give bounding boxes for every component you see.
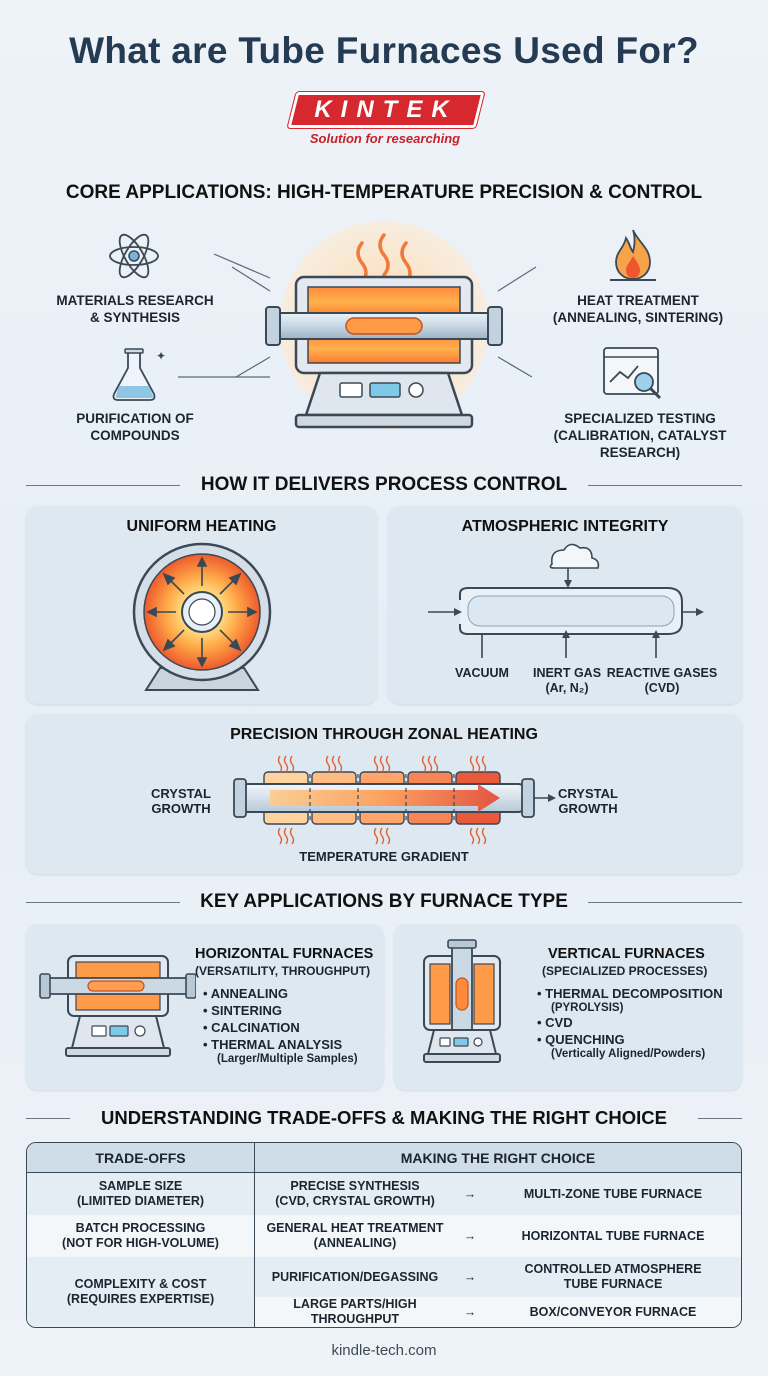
horizontal-furnace-name: HORIZONTAL FURNACES [195, 946, 374, 962]
core-section-title: CORE APPLICATIONS: HIGH-TEMPERATURE PREC… [65, 182, 703, 203]
vertical-furnace-list: • THERMAL DECOMPOSITION (PYROLYSIS) • CV… [537, 985, 723, 1060]
uniform-heating-title: UNIFORM HEATING [126, 518, 277, 535]
divider [26, 485, 180, 486]
vertical-furnace-sub: (SPECIALIZED PROCESSES) [542, 964, 708, 978]
need-cell: LARGE PARTS/HIGH THROUGHPUT [293, 1297, 417, 1326]
result-cell: HORIZONTAL TUBE FURNACE [521, 1228, 705, 1243]
atmospheric-integrity-title: ATMOSPHERIC INTEGRITY [461, 518, 669, 535]
page-title: What are Tube Furnaces Used For? [69, 30, 699, 71]
vertical-furnace-name: VERTICAL FURNACES [548, 946, 705, 962]
materials-research-label: MATERIALS RESEARCH& SYNTHESIS [56, 293, 214, 325]
tradeoffs-table: TRADE-OFFS MAKING THE RIGHT CHOICE SAMPL… [26, 1142, 742, 1328]
result-cell: BOX/CONVEYOR FURNACE [529, 1304, 697, 1319]
col-header-choice: MAKING THE RIGHT CHOICE [255, 1143, 741, 1173]
list-item: • CALCINATION [203, 1020, 300, 1035]
table-row: SAMPLE SIZE(LIMITED DIAMETER) PRECISE SY… [27, 1173, 741, 1215]
divider [698, 1118, 742, 1119]
col-header-tradeoffs: TRADE-OFFS [27, 1143, 255, 1173]
vacuum-label: VACUUM [455, 666, 509, 680]
atmospheric-tube-illustration [428, 543, 704, 658]
horizontal-furnace-icon [39, 955, 196, 1057]
need-cell: PURIFICATION/DEGASSING [271, 1269, 439, 1284]
vertical-furnace-icon [423, 939, 501, 1063]
zonal-heating-title: PRECISION THROUGH ZONAL HEATING [230, 726, 538, 743]
table-row: COMPLEXITY & COST(REQUIRES EXPERTISE) PU… [27, 1257, 741, 1327]
list-item-sub: (PYROLYSIS) [551, 1002, 624, 1014]
brand-logo: KINTEK [314, 96, 458, 123]
inert-gas-label: INERT GAS(Ar, N₂) [532, 666, 602, 695]
horizontal-furnace-list: • ANNEALING • SINTERING • CALCINATION • … [203, 985, 358, 1065]
footer-url[interactable]: kindle-tech.com [331, 1342, 437, 1359]
tradeoff-cell: SAMPLE SIZE(LIMITED DIAMETER) [27, 1173, 255, 1215]
need-cell: PRECISE SYNTHESIS(CVD, CRYSTAL GROWTH) [275, 1179, 435, 1208]
vertical-furnace-note: (Vertically Aligned/Powders) [551, 1048, 706, 1060]
arrow-icon: → [463, 1186, 477, 1201]
need-cell: GENERAL HEAT TREATMENT(ANNEALING) [266, 1221, 444, 1250]
table-row: BATCH PROCESSING(NOT FOR HIGH-VOLUME) GE… [27, 1215, 741, 1257]
tradeoff-cell: COMPLEXITY & COST(REQUIRES EXPERTISE) [27, 1257, 255, 1327]
reactive-gases-label: REACTIVE GASES(CVD) [606, 666, 718, 695]
divider [588, 485, 742, 486]
list-item: • THERMAL DECOMPOSITION [537, 986, 723, 1001]
list-item: • CVD [537, 1015, 573, 1030]
arrow-icon: → [463, 1304, 477, 1319]
flask-icon: ✦ [112, 348, 166, 401]
specialized-testing-label: SPECIALIZED TESTING(CALIBRATION, CATALYS… [553, 411, 727, 460]
list-item: • QUENCHING [537, 1032, 625, 1047]
horizontal-furnace-note: (Larger/Multiple Samples) [217, 1053, 358, 1065]
zonal-heating-illustration [233, 755, 556, 845]
result-cell: MULTI-ZONE TUBE FURNACE [523, 1186, 703, 1201]
brand-tagline: Solution for researching [309, 131, 461, 146]
divider [26, 1118, 70, 1119]
horizontal-furnace-sub: (VERSATILITY, THROUGHPUT) [195, 964, 371, 978]
process-section-title: HOW IT DELIVERS PROCESS CONTROL [200, 474, 568, 495]
list-item: • THERMAL ANALYSIS [203, 1037, 343, 1052]
central-furnace-illustration [178, 221, 537, 429]
arrow-icon: → [463, 1269, 477, 1284]
uniform-heating-illustration [132, 542, 272, 691]
atom-icon [109, 233, 159, 279]
connector-line [213, 253, 271, 279]
list-item: • ANNEALING [203, 986, 288, 1001]
heat-treatment-label: HEAT TREATMENT(ANNEALING, SINTERING) [552, 293, 724, 325]
divider [588, 902, 742, 903]
analysis-screen-icon [603, 347, 662, 400]
svg-text:✦: ✦ [156, 349, 166, 363]
temperature-gradient-label: TEMPERATURE GRADIENT [299, 849, 469, 864]
types-section-title: KEY APPLICATIONS BY FURNACE TYPE [200, 891, 568, 912]
arrow-icon: → [463, 1228, 477, 1243]
tradeoffs-section-title: UNDERSTANDING TRADE-OFFS & MAKING THE RI… [101, 1107, 667, 1128]
tradeoff-cell: BATCH PROCESSING(NOT FOR HIGH-VOLUME) [27, 1215, 255, 1257]
flame-icon [610, 229, 656, 281]
list-item: • SINTERING [203, 1003, 282, 1018]
table-header-row: TRADE-OFFS MAKING THE RIGHT CHOICE [27, 1143, 741, 1173]
divider [26, 902, 180, 903]
